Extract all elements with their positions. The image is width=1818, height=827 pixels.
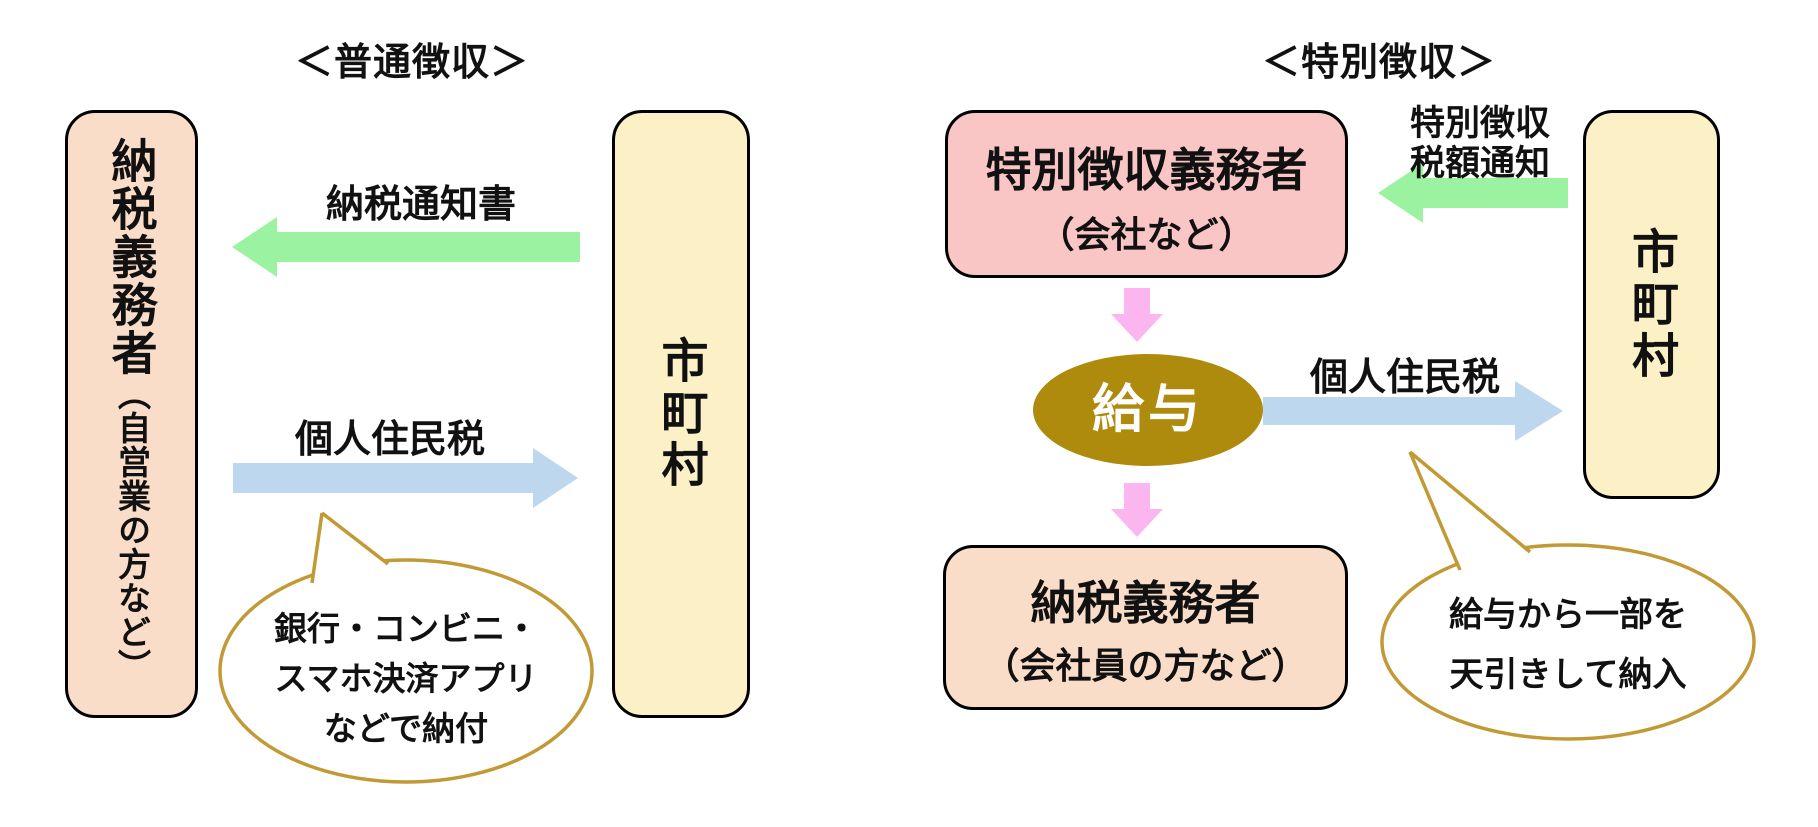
deduction-bubble-ellipse [1380,543,1756,741]
payment-bubble-line-1: 銀行・コンビニ・ [274,610,538,647]
taxpayer-box-left-text: 納税義務者（自営業の方など） [99,137,165,683]
ordinary-collection-title: ＜普通徴収＞ [294,42,529,84]
collector-box-note: （会社など） [1038,214,1255,255]
deduction-bubble-text: 給与から一部を 天引きして納入 [1408,585,1728,705]
deduction-bubble-tail [1410,452,1530,570]
taxpayer-box-right: 納税義務者 （会社員の方など） [943,545,1348,710]
municipality-box-right-label: 市町村 [1625,226,1678,383]
payment-bubble-tail-edge [310,512,324,584]
municipality-box-left-label: 市町村 [654,336,708,492]
collector-box: 特別徴収義務者 （会社など） [945,110,1348,278]
payment-bubble-text: 銀行・コンビニ・ スマホ決済アプリ などで納付 [226,604,586,754]
taxpayer-box-left-title: 納税義務者 [105,137,158,377]
salary-ellipse-label: 給与 [1091,381,1204,439]
taxpayer-box-right-title: 納税義務者 [1030,577,1261,629]
deduction-bubble-tail-edge [1408,451,1462,571]
tax-arrow-left-label: 個人住民税 [294,419,485,461]
deduction-bubble-tail-edge [1408,450,1532,554]
taxpayer-box-left-note: （自営業の方など） [113,377,151,683]
down-arrow-to-salary [1111,288,1163,342]
payment-bubble-line-2: スマホ決済アプリ [274,660,538,697]
collector-box-title: 特別徴収義務者 [985,144,1308,196]
payment-bubble-tail-edge [320,511,390,566]
municipality-box-right: 市町村 [1583,110,1720,499]
payment-bubble-tail [312,513,388,583]
tax-arrow-left [233,448,578,508]
municipality-box-left: 市町村 [612,110,750,718]
tax-arrow-right [1263,381,1563,441]
taxpayer-box-right-note: （会社員の方など） [983,645,1308,686]
notice-arrow-right-label: 特別徴収 税額通知 [1390,104,1570,184]
deduction-bubble-line-2: 天引きして納入 [1449,656,1687,694]
down-arrow-to-taxpayer [1111,483,1163,537]
special-collection-title: ＜特別徴収＞ [1261,42,1496,84]
notice-arrow-left [232,217,580,277]
taxpayer-box-left: 納税義務者（自営業の方など） [65,110,198,718]
notice-arrow-left-label: 納税通知書 [325,184,516,226]
payment-bubble-line-3: などで納付 [323,710,489,747]
notice-arrow-right [1378,163,1568,223]
notice-arrow-right-label-line1: 特別徴収 [1409,104,1550,143]
deduction-bubble-line-1: 給与から一部を [1449,596,1687,634]
notice-arrow-right-label-line2: 税額通知 [1409,144,1550,183]
payment-bubble-ellipse [218,558,594,784]
tax-arrow-right-label: 個人住民税 [1309,357,1500,399]
salary-ellipse [1033,354,1263,466]
